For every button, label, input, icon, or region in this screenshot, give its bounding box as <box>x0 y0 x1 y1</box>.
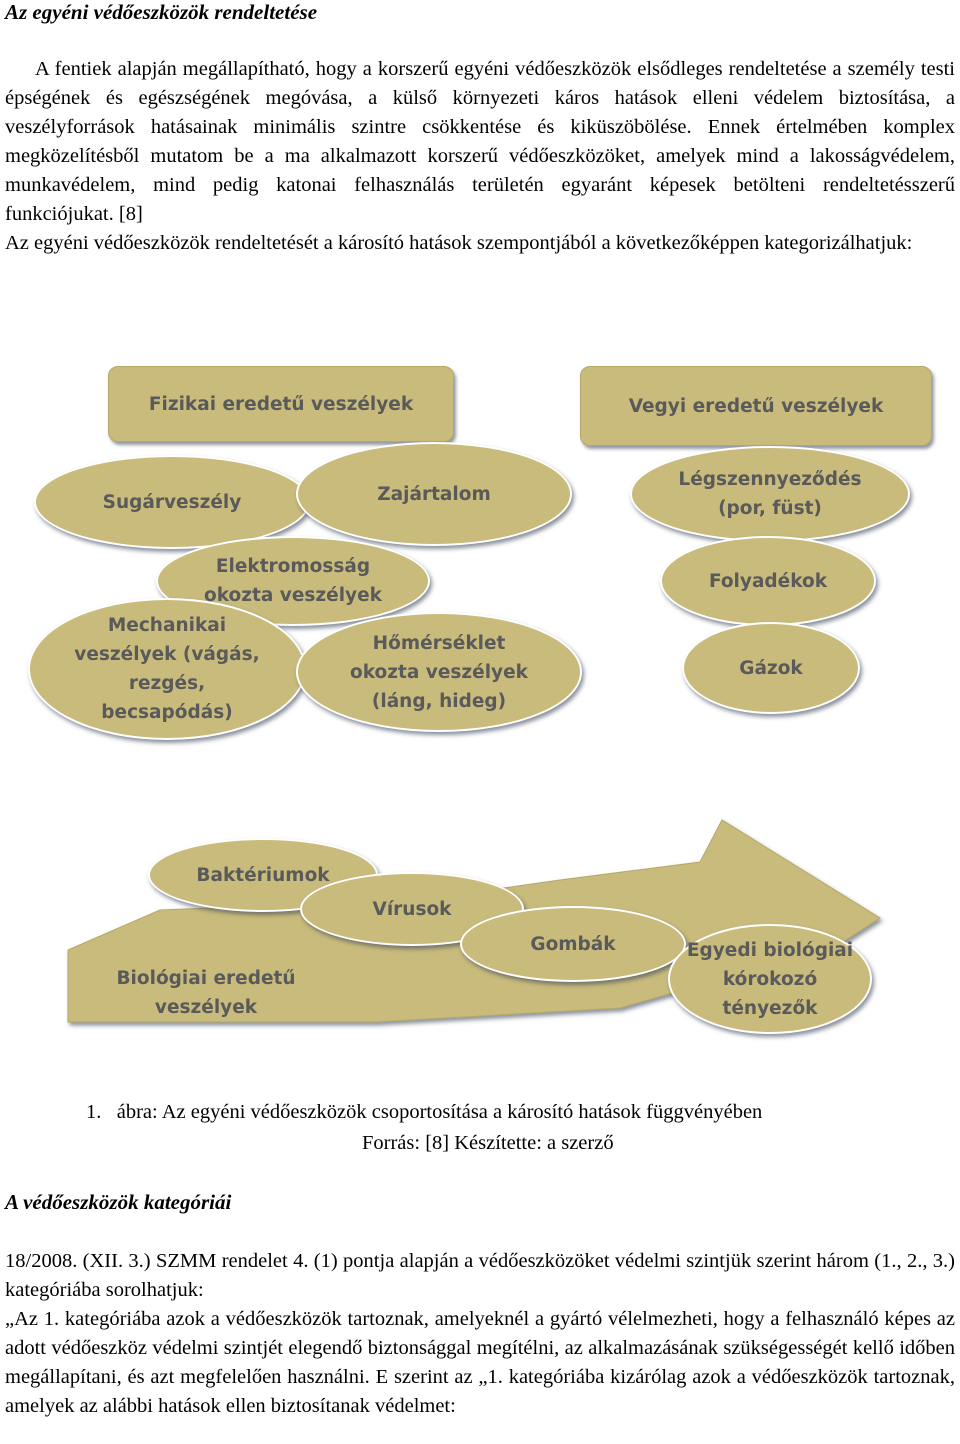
categories-text: 18/2008. (XII. 3.) SZMM rendelet 4. (1) … <box>5 1247 955 1421</box>
hazard-label: Gombák <box>530 933 616 955</box>
chemical-hazard-ellipse: Folyadékok <box>660 536 876 626</box>
hazard-label: Sugárveszély <box>102 491 242 513</box>
section-heading: Az egyéni védőeszközök rendeltetése <box>5 0 318 24</box>
biological-hazard-ellipse: Egyedi biológiai kórokozó tényezők <box>668 924 872 1034</box>
physical-hazard-ellipse: Zajártalom <box>296 442 572 546</box>
chemical-hazards-title: Vegyi eredetű veszélyek <box>628 395 884 417</box>
physical-hazard-ellipse: Elektromosság okozta veszélyek <box>156 536 430 626</box>
hazard-label: Zajártalom <box>377 483 491 505</box>
hazard-label: Folyadékok <box>708 570 828 592</box>
hazard-label: Egyedi biológiai kórokozó tényezők <box>686 939 854 1019</box>
hazard-label: Hőmérséklet okozta veszélyek (láng, hide… <box>350 632 528 712</box>
section-heading: A védőeszközök kategóriái <box>5 1190 232 1214</box>
paragraph: Az egyéni védőeszközök rendeltetését a k… <box>5 232 913 254</box>
physical-hazard-ellipse: Mechanikai veszélyek (vágás, rezgés, bec… <box>28 598 306 740</box>
hazard-label: Elektromosság okozta veszélyek <box>204 556 382 606</box>
caption-line-1: 1. ábra: Az egyéni védőeszközök csoporto… <box>86 1101 762 1124</box>
caption-text: ábra: Az egyéni védőeszközök csoportosít… <box>116 1101 763 1123</box>
hazard-label: Mechanikai veszélyek (vágás, rezgés, bec… <box>74 615 260 723</box>
hazard-label: Baktériumok <box>196 864 330 886</box>
hazard-label: Gázok <box>739 657 803 679</box>
biological-hazards-title: Biológiai eredetű veszélyek <box>116 968 296 1018</box>
chemical-hazard-ellipse: Légszennyeződés (por, füst) <box>630 446 910 542</box>
chemical-hazards-box: Vegyi eredetű veszélyek <box>580 366 932 446</box>
physical-hazard-ellipse: Sugárveszély <box>34 455 310 549</box>
caption-line-2: Forrás: [8] Készítette: a szerző <box>362 1132 614 1154</box>
physical-hazard-ellipse: Hőmérséklet okozta veszélyek (láng, hide… <box>296 612 582 732</box>
paragraph: A fentiek alapján megállapítható, hogy a… <box>5 58 955 225</box>
paragraph: „Az 1. kategóriába azok a védőeszközök t… <box>5 1308 955 1417</box>
paragraph: 18/2008. (XII. 3.) SZMM rendelet 4. (1) … <box>5 1250 955 1301</box>
biological-hazard-ellipse: Gombák <box>460 906 686 982</box>
hazard-label: Vírusok <box>372 898 452 920</box>
chemical-hazard-ellipse: Gázok <box>682 622 860 714</box>
hazard-label: Légszennyeződés (por, füst) <box>678 469 862 519</box>
physical-hazards-title: Fizikai eredetű veszélyek <box>148 393 414 415</box>
intro-text: A fentiek alapján megállapítható, hogy a… <box>5 55 955 258</box>
physical-hazards-box: Fizikai eredetű veszélyek <box>108 366 454 442</box>
caption-number: 1. <box>86 1101 102 1123</box>
